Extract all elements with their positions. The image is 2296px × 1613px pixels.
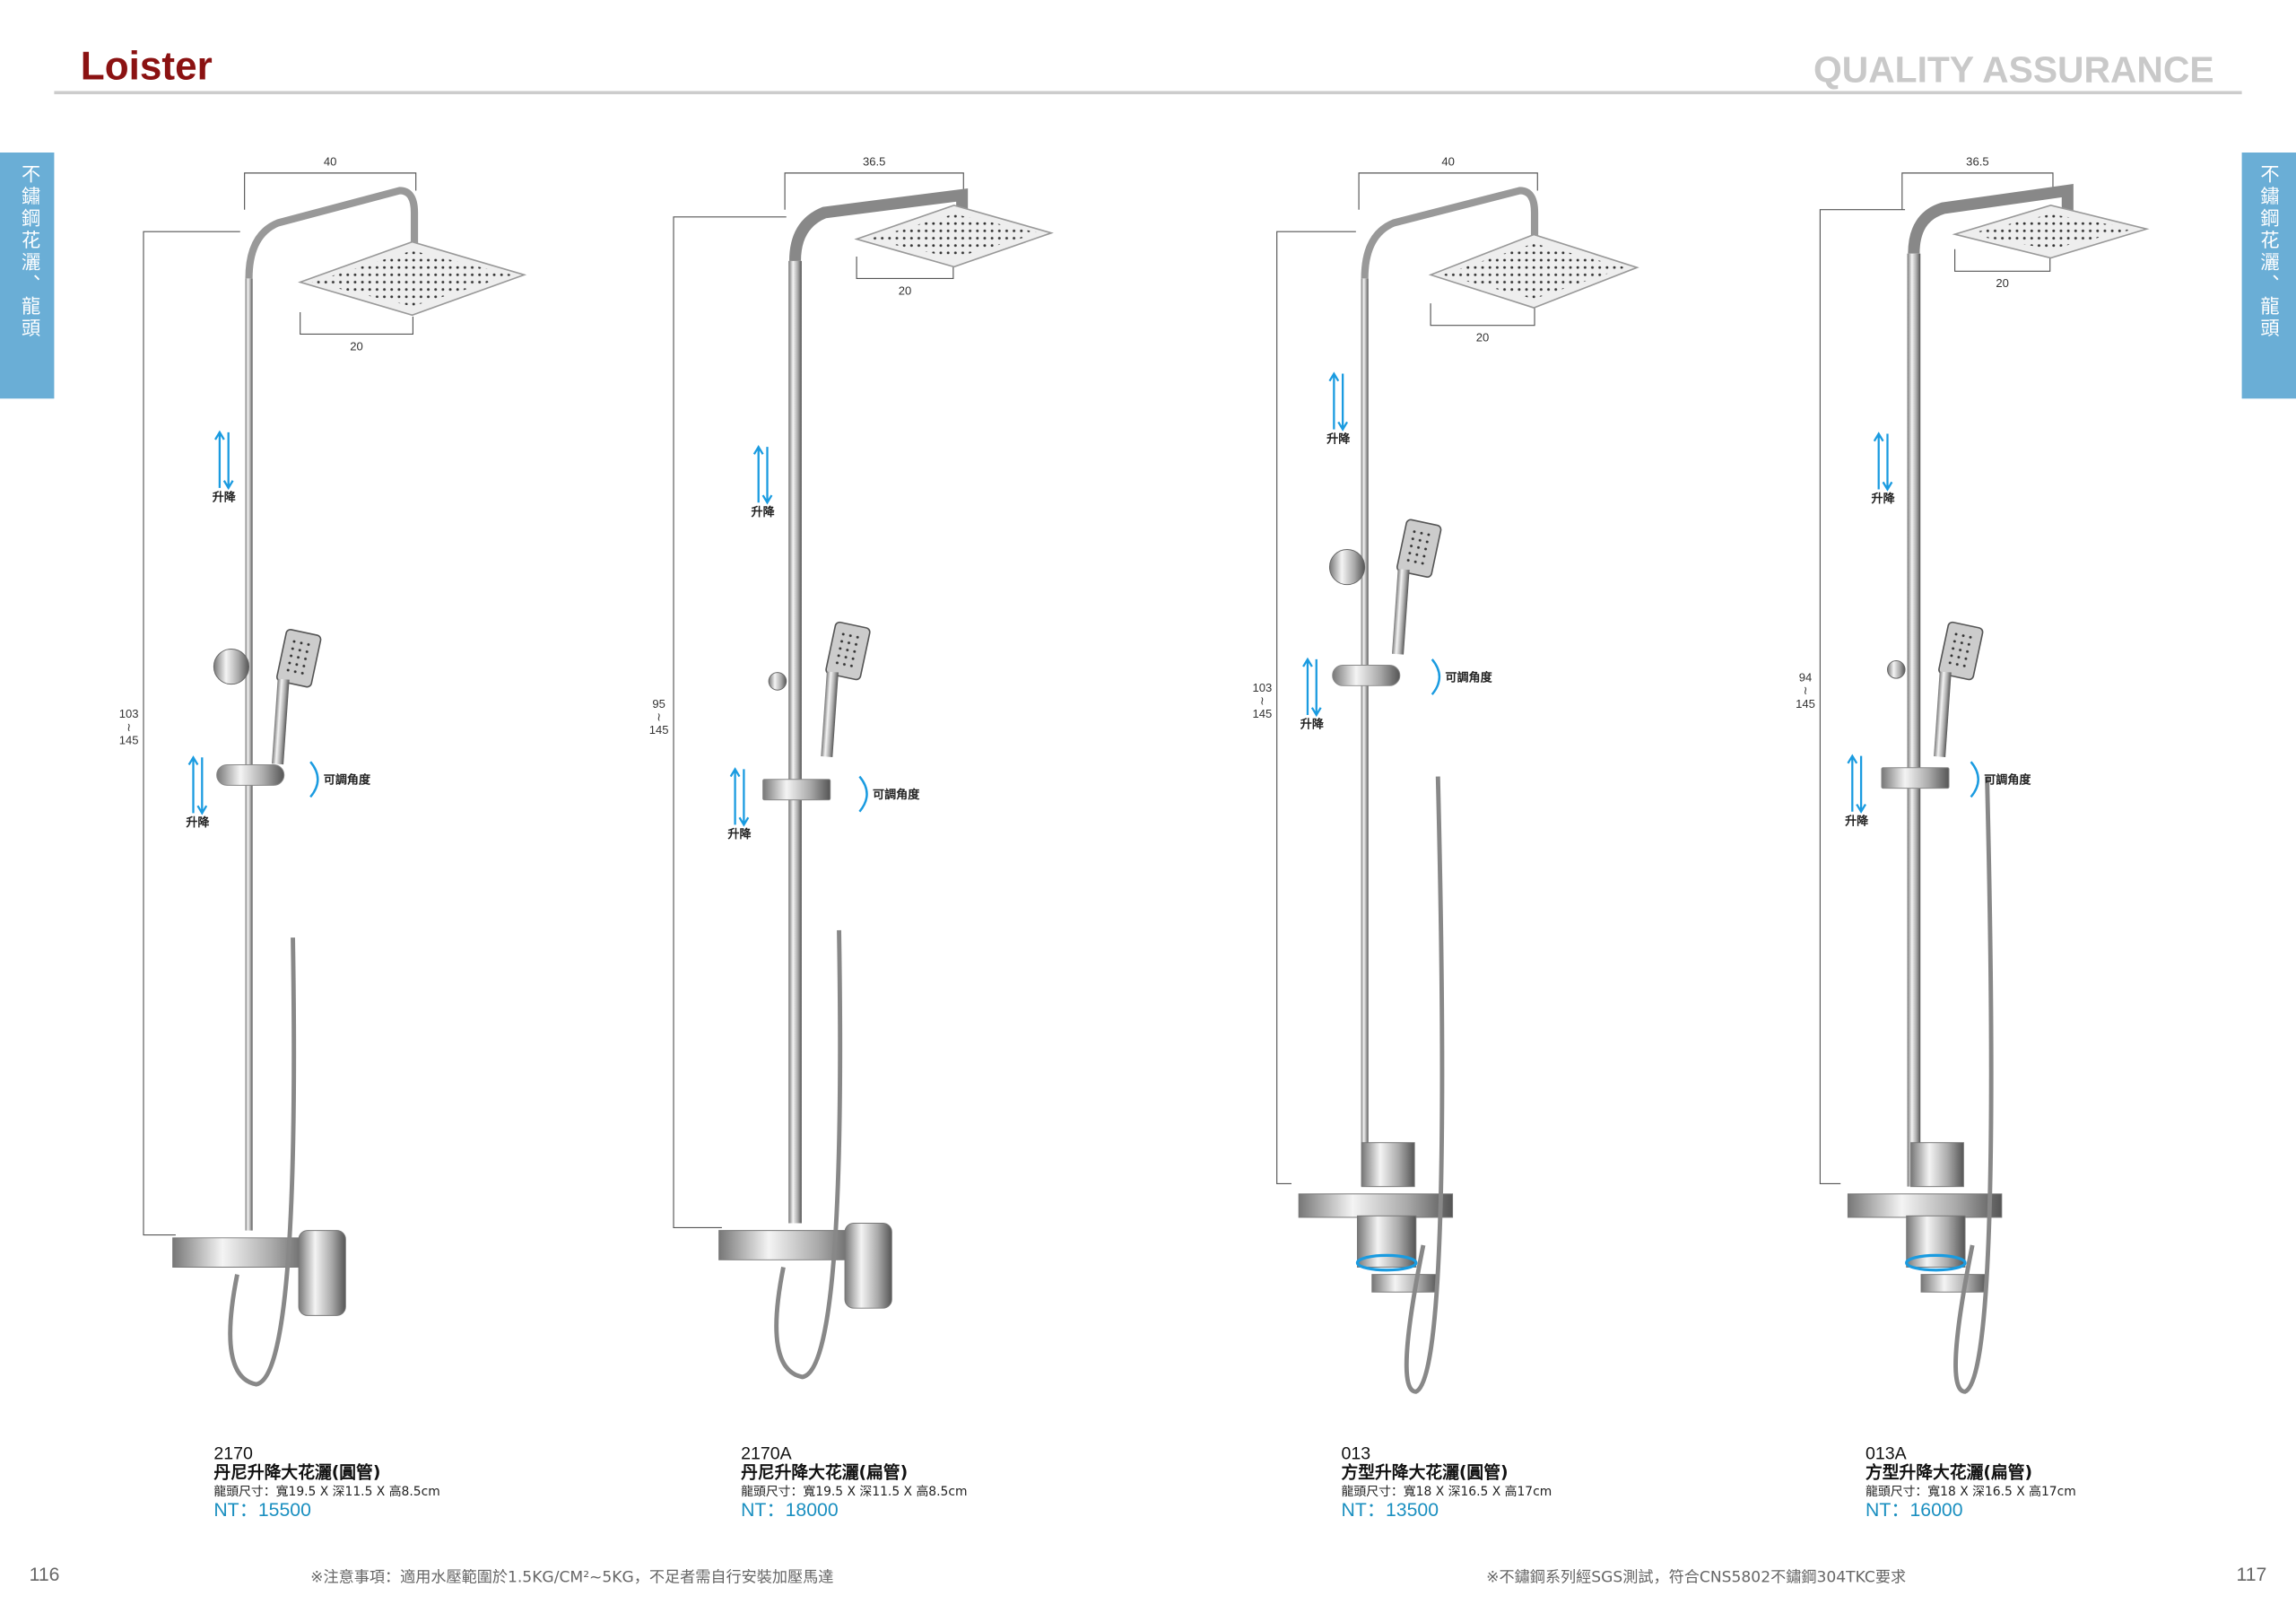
lift-arrow-upper-icon <box>214 430 234 491</box>
lift-arrow-upper-icon <box>1328 371 1349 432</box>
lift-arrow-lower-icon <box>729 767 750 827</box>
side-tab-right: 不鏽鋼花灑、龍頭 <box>2241 153 2296 399</box>
shower-column-image <box>718 187 1054 1380</box>
lift-label: 升降 <box>752 505 776 519</box>
height-dimension: 145 <box>1252 707 1272 720</box>
height-dimension: 145 <box>119 734 139 747</box>
lift-label: 升降 <box>1845 814 1869 828</box>
angle-label: 可調角度 <box>873 788 920 802</box>
angle-label: 可調角度 <box>1445 670 1492 684</box>
page-number-left: 116 <box>30 1565 60 1585</box>
product-code: 013A <box>1866 1443 1908 1463</box>
product-price: NT：13500 <box>1342 1500 1439 1521</box>
height-dimension: 145 <box>1796 697 1815 711</box>
footnote-right: ※不鏽鋼系列經SGS測試，符合CNS5802不鏽鋼304TKC要求 <box>1486 1568 1906 1586</box>
lift-label: 升降 <box>213 491 237 505</box>
side-tab-label: 不鏽鋼花灑、龍頭 <box>18 164 40 340</box>
header-tagline: QUALITY ASSURANCE <box>1813 49 2214 91</box>
rotate-arrow-icon <box>1970 761 1979 798</box>
rotate-arrow-icon <box>1431 658 1441 695</box>
product-code: 2170A <box>741 1443 793 1463</box>
lift-label: 升降 <box>1300 718 1325 732</box>
product-card: 4020103≀145升降升降可調角度013方型升降大花灑(圓管)龍頭尺寸：寬1… <box>1252 155 1639 1521</box>
height-dimension: 94 <box>1799 670 1813 684</box>
height-dimension: ≀ <box>1260 694 1265 708</box>
product-name: 方型升降大花灑(扁管) <box>1866 1462 2032 1483</box>
lift-label: 升降 <box>727 827 752 841</box>
side-tab-label: 不鏽鋼花灑、龍頭 <box>2257 164 2279 340</box>
shower-column-image <box>1847 183 2150 1394</box>
product-price: NT：16000 <box>1866 1500 1963 1521</box>
product-card: 36.52094≀145升降升降可調角度013A方型升降大花灑(扁管)龍頭尺寸：… <box>1796 155 2150 1521</box>
height-dimension: 103 <box>1252 681 1272 694</box>
width-dimension: 36.5 <box>1966 155 1988 169</box>
width-dimension: 40 <box>1441 155 1455 169</box>
height-dimension: ≀ <box>126 720 131 734</box>
head-dimension: 20 <box>350 339 363 353</box>
lift-label: 升降 <box>1326 432 1351 446</box>
height-dimension: ≀ <box>657 710 661 723</box>
brand-logo: Loister <box>81 44 213 88</box>
product-spec: 龍頭尺寸：寬19.5 X 深11.5 X 高8.5cm <box>213 1484 439 1499</box>
footnote-left: ※注意事項：適用水壓範圍於1.5KG/CM²~5KG，不足者需自行安裝加壓馬達 <box>310 1568 833 1586</box>
product-card: 36.52095≀145升降升降可調角度2170A丹尼升降大花灑(扁管)龍頭尺寸… <box>649 155 1054 1521</box>
width-dimension: 40 <box>324 155 337 169</box>
product-card: 4020103≀145升降升降可調角度2170丹尼升降大花灑(圓管)龍頭尺寸：寬… <box>119 155 527 1521</box>
angle-label: 可調角度 <box>1984 773 2031 788</box>
product-spec: 龍頭尺寸：寬19.5 X 深11.5 X 高8.5cm <box>741 1484 967 1499</box>
product-price: NT：15500 <box>213 1500 311 1521</box>
product-spec: 龍頭尺寸：寬18 X 深16.5 X 高17cm <box>1342 1484 1552 1499</box>
product-name: 丹尼升降大花灑(圓管) <box>213 1462 380 1483</box>
dimension-lines <box>1276 172 1538 1184</box>
height-dimension: ≀ <box>1804 684 1808 697</box>
dimension-lines <box>673 172 964 1228</box>
header-divider <box>54 91 2242 95</box>
height-dimension: 103 <box>119 707 139 720</box>
height-dimension: 145 <box>649 723 669 737</box>
lift-label: 升降 <box>1872 492 1896 506</box>
shower-column-image <box>172 187 527 1387</box>
product-code: 2170 <box>213 1443 253 1463</box>
product-name: 方型升降大花灑(圓管) <box>1342 1462 1509 1483</box>
lift-arrow-upper-icon <box>752 444 773 505</box>
height-dimension: 95 <box>652 697 665 711</box>
lift-arrow-upper-icon <box>1873 432 1893 492</box>
page-number-right: 117 <box>2237 1565 2267 1585</box>
shower-column-image <box>1298 187 1639 1394</box>
head-dimension: 20 <box>1996 276 2009 290</box>
width-dimension: 36.5 <box>863 155 885 169</box>
product-spec: 龍頭尺寸：寬18 X 深16.5 X 高17cm <box>1866 1484 2076 1499</box>
dimension-lines <box>1819 172 2054 1184</box>
lift-arrow-lower-icon <box>1302 657 1322 718</box>
product-code: 013 <box>1342 1443 1371 1463</box>
product-price: NT：18000 <box>741 1500 839 1521</box>
angle-label: 可調角度 <box>324 773 371 788</box>
product-grid: 4020103≀145升降升降可調角度2170丹尼升降大花灑(圓管)龍頭尺寸：寬… <box>119 155 2150 1521</box>
lift-label: 升降 <box>186 815 210 830</box>
side-tab-left: 不鏽鋼花灑、龍頭 <box>0 153 55 399</box>
rotate-arrow-icon <box>309 761 319 798</box>
product-name: 丹尼升降大花灑(扁管) <box>741 1462 908 1483</box>
dimension-lines <box>143 172 417 1236</box>
head-dimension: 20 <box>1476 331 1490 344</box>
rotate-arrow-icon <box>858 775 868 813</box>
head-dimension: 20 <box>899 283 912 297</box>
lift-arrow-lower-icon <box>187 755 208 815</box>
lift-arrow-lower-icon <box>1847 754 1866 814</box>
